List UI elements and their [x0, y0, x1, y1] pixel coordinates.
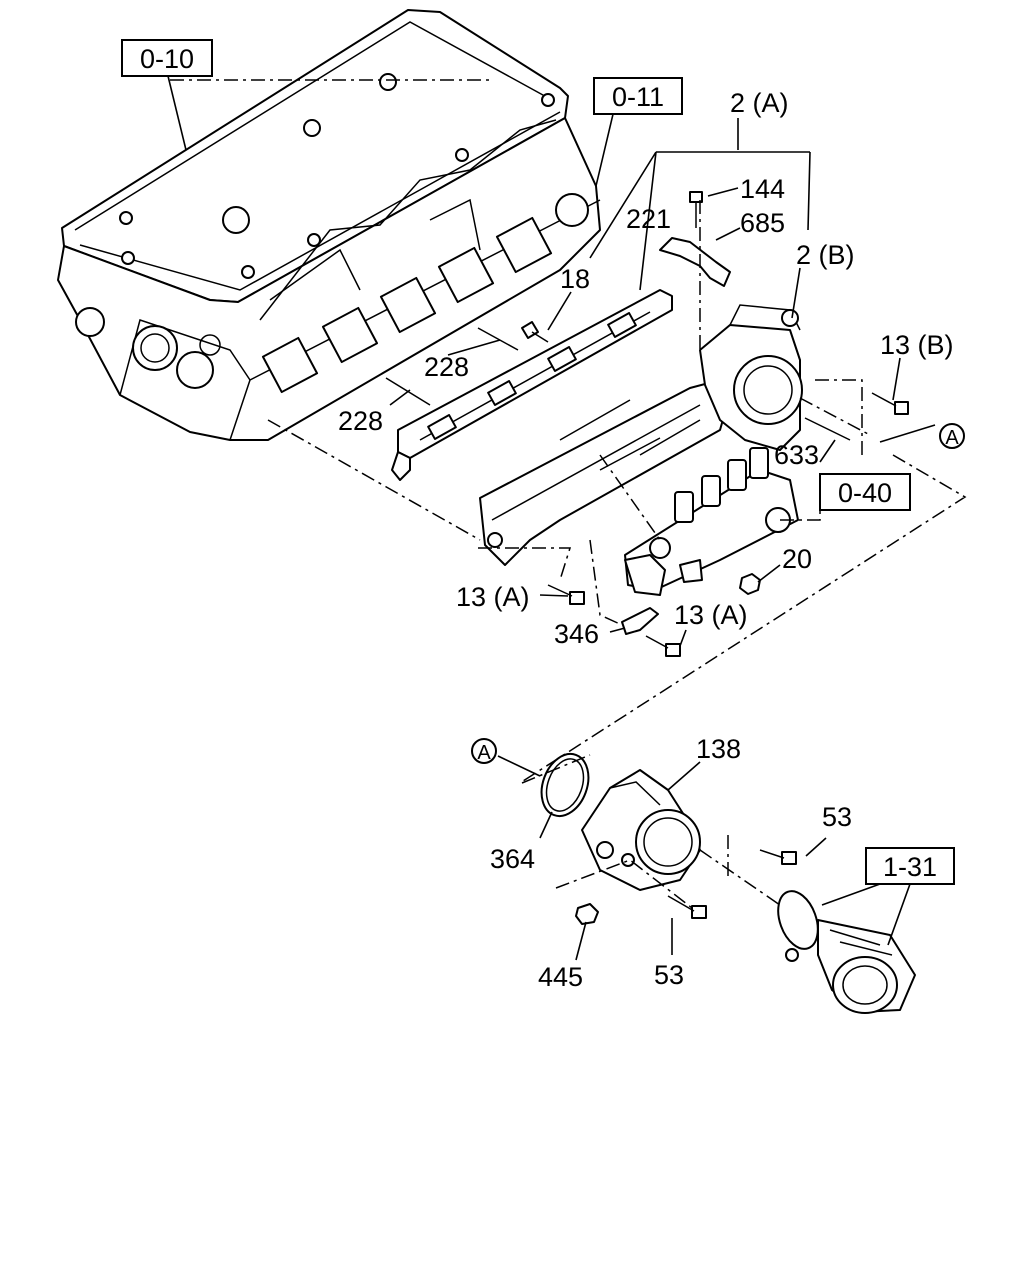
manifold-rail	[391, 289, 673, 481]
ref-box-0-10: 0-10	[121, 39, 213, 77]
intake-manifold	[479, 304, 803, 566]
air-hose	[777, 890, 916, 1014]
part-label-228-lower: 228	[338, 406, 383, 436]
ref-label-0-40: 0-40	[838, 478, 892, 508]
part-label-53-upper: 53	[822, 802, 852, 832]
o-ring	[540, 753, 590, 817]
injector-rail	[624, 447, 799, 596]
part-label-445: 445	[538, 962, 583, 992]
part-label-13b: 13 (B)	[880, 330, 954, 360]
cylinder-head	[57, 9, 601, 441]
part-label-13a-left: 13 (A)	[456, 582, 530, 612]
bracket-346	[621, 607, 659, 635]
fasteners	[385, 191, 909, 925]
part-label-53-lower: 53	[654, 960, 684, 990]
part-label-13a-right: 13 (A)	[674, 600, 748, 630]
part-label-364: 364	[490, 844, 535, 874]
callout-a-lower: A	[471, 738, 497, 764]
part-label-18: 18	[560, 264, 590, 294]
ref-box-0-11: 0-11	[593, 77, 683, 115]
clip-685	[659, 237, 731, 287]
part-label-2b: 2 (B)	[796, 240, 855, 270]
ref-label-1-31: 1-31	[883, 852, 937, 882]
part-label-221: 221	[626, 204, 671, 234]
ref-label-0-11: 0-11	[612, 82, 664, 112]
part-label-20: 20	[782, 544, 812, 574]
callout-label: A	[945, 427, 959, 449]
part-label-228-upper: 228	[424, 352, 469, 382]
ref-label-0-10: 0-10	[140, 44, 194, 74]
ref-box-1-31: 1-31	[865, 847, 955, 885]
part-label-2a: 2 (A)	[730, 88, 789, 118]
part-labels: 2 (A) 144 685 221 2 (B) 18 228 228 13 (B…	[338, 88, 954, 992]
part-label-346: 346	[554, 619, 599, 649]
throttle-body	[581, 769, 701, 891]
leader-lines	[167, 75, 936, 961]
callout-label: A	[477, 742, 491, 764]
center-lines	[170, 79, 967, 909]
part-label-685: 685	[740, 208, 785, 238]
part-label-633: 633	[774, 440, 819, 470]
ref-box-0-40: 0-40	[819, 473, 911, 511]
part-label-144: 144	[740, 174, 785, 204]
callout-a-upper: A	[939, 423, 965, 449]
part-label-138: 138	[696, 734, 741, 764]
